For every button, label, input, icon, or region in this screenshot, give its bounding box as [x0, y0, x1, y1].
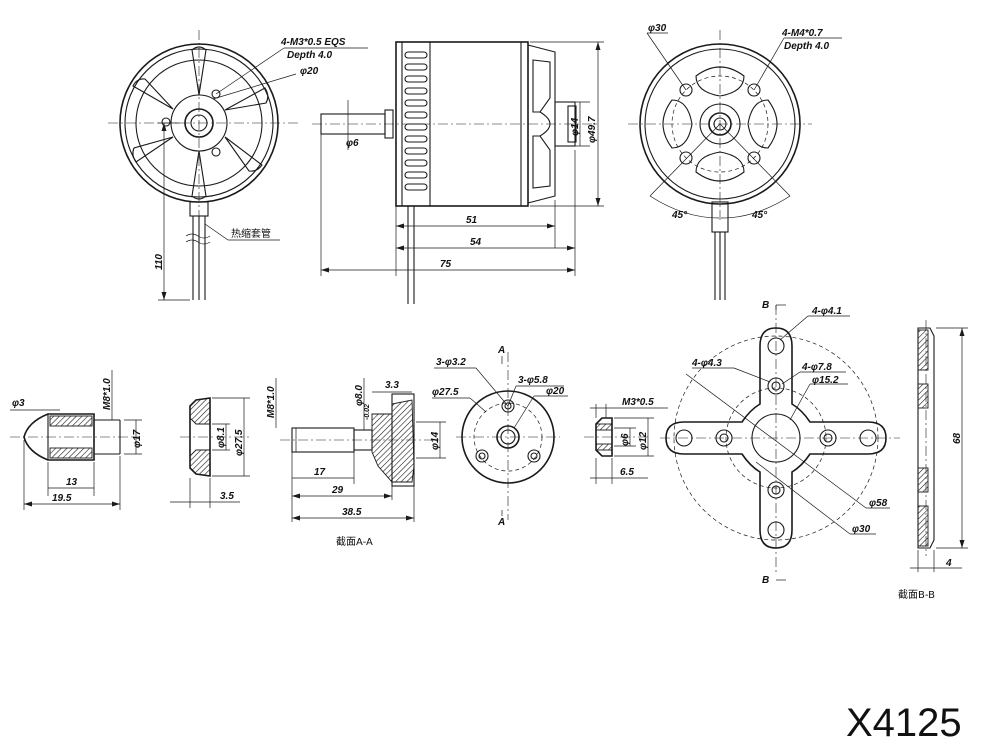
heat-shrink-label: 热缩套管 [231, 227, 271, 240]
shaft-section-view: M8*1.0 φ8.0 -0.02 3.3 φ14 17 29 38.5 截面A… [266, 378, 446, 548]
nut-view: φ8.1 φ27.5 3.5 [170, 397, 250, 508]
screw-l65-label: 6.5 [620, 467, 634, 478]
rear-d30-label: φ30 [648, 23, 667, 34]
front-depth-label: Depth 4.0 [287, 50, 332, 61]
rear-angle-1: 45° [671, 210, 688, 221]
hub-d58-label: 3-φ5.8 [518, 375, 548, 386]
side-d497-dim: φ49.7 [587, 116, 598, 143]
hub-section-A-bottom: A [497, 517, 505, 528]
front-view: 110 热缩套管 4-M3*0.5 EQS Depth 4.0 φ20 [108, 30, 368, 301]
front-thread-label: 4-M3*0.5 EQS [280, 37, 346, 48]
shaft-d8-label: φ8.0 [354, 385, 365, 406]
shaft-l17-label: 17 [314, 467, 326, 478]
cross-d152-label: φ15.2 [812, 375, 839, 386]
nut-l35-label: 3.5 [220, 491, 234, 502]
screw-d12-label: φ12 [638, 431, 649, 450]
nut-d81-label: φ8.1 [216, 427, 227, 448]
hub-d275-label: φ27.5 [432, 387, 459, 398]
cross-mount-view: B B 4-φ4.1 4-φ4.3 4-φ7.8 φ15.2 φ58 φ30 [660, 300, 900, 586]
hub-d32-label: 3-φ3.2 [436, 357, 466, 368]
adapter-m8-label: M8*1.0 [102, 378, 113, 410]
cross-d41-label: 4-φ4.1 [811, 306, 842, 317]
cross-d58-label: φ58 [869, 498, 888, 509]
bsec-caption: 截面B-B [898, 588, 935, 601]
shaft-m8-label: M8*1.0 [266, 386, 277, 418]
shaft-section-caption: 截面A-A [336, 535, 373, 548]
hub-section-A-top: A [497, 345, 505, 356]
cross-d78-label: 4-φ7.8 [801, 362, 832, 373]
side-l51-dim: 51 [466, 215, 478, 226]
adapter-l195-label: 19.5 [52, 493, 72, 504]
side-shaft-dim: φ6 [346, 138, 359, 149]
shaft-l33-label: 3.3 [385, 380, 399, 391]
bsec-w4-label: 4 [945, 558, 952, 569]
cross-d43-label: 4-φ4.3 [691, 358, 722, 369]
rear-view: φ30 4-M4*0.7 Depth 4.0 45° 45° [628, 23, 842, 300]
rear-angle-2: 45° [751, 210, 768, 221]
screw-d6-label: φ6 [620, 433, 631, 446]
adapter-d3-label: φ3 [12, 398, 25, 409]
cross-b-bottom: B [762, 575, 769, 586]
prop-adapter-view: φ3 M8*1.0 φ17 13 19.5 [10, 370, 143, 510]
hub-view: A A 3-φ3.2 3-φ5.8 φ27.5 φ20 [432, 345, 568, 528]
screw-view: M3*0.5 φ6 φ12 6.5 [584, 397, 668, 484]
front-dia-label: φ20 [300, 66, 319, 77]
side-view: φ6 φ14 φ49.7 51 54 75 [312, 41, 604, 304]
side-d14-dim: φ14 [570, 117, 581, 136]
front-lead-dim: 110 [154, 254, 165, 270]
hub-d20-label: φ20 [546, 386, 565, 397]
cross-d30-label: φ30 [852, 524, 871, 535]
side-l75-dim: 75 [440, 259, 452, 270]
cross-b-top: B [762, 300, 769, 311]
shaft-tol-label: -0.02 [364, 404, 371, 420]
side-l54-dim: 54 [470, 237, 482, 248]
shaft-l29-label: 29 [331, 485, 344, 496]
model-name: X4125 [846, 701, 962, 745]
shaft-l385-label: 38.5 [342, 507, 362, 518]
screw-m3-label: M3*0.5 [622, 397, 654, 408]
shaft-d14-label: φ14 [430, 431, 441, 450]
adapter-d17-label: φ17 [132, 429, 143, 448]
adapter-l13-label: 13 [66, 477, 78, 488]
bsec-h68-label: 68 [952, 432, 963, 444]
section-bb-view: 68 4 截面B-B [898, 320, 968, 601]
rear-thread-label: 4-M4*0.7 [781, 28, 823, 39]
nut-d275-label: φ27.5 [234, 429, 245, 456]
rear-depth-label: Depth 4.0 [784, 41, 829, 52]
